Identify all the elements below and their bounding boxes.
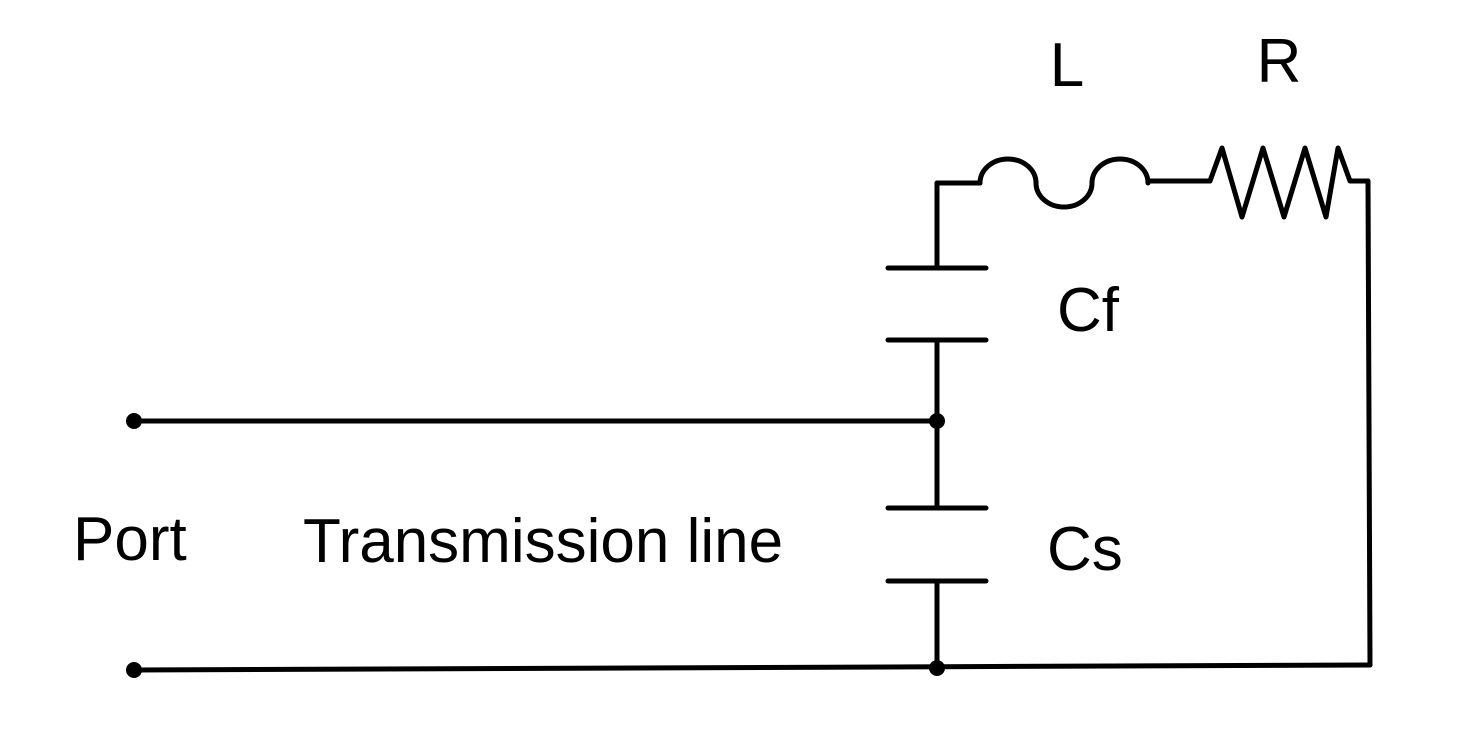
port-label: Port — [73, 505, 187, 574]
resistor-label: R — [1257, 27, 1302, 96]
inductor-l — [977, 156, 1151, 210]
port-terminal-top — [126, 413, 142, 429]
shunt-capacitor-label: Cs — [1047, 515, 1123, 584]
transmission-line-bottom-wire — [131, 662, 1373, 673]
capacitor-cf — [885, 265, 989, 343]
capacitor-cs — [885, 505, 989, 584]
return-wire-right — [1365, 178, 1373, 668]
transmission-line-label: Transmission line — [303, 507, 783, 576]
inductor-label: L — [1050, 31, 1084, 100]
resistor-r — [1207, 145, 1371, 220]
coupling-capacitor-label: Cf — [1057, 276, 1120, 345]
port-terminal-bottom — [126, 662, 142, 678]
